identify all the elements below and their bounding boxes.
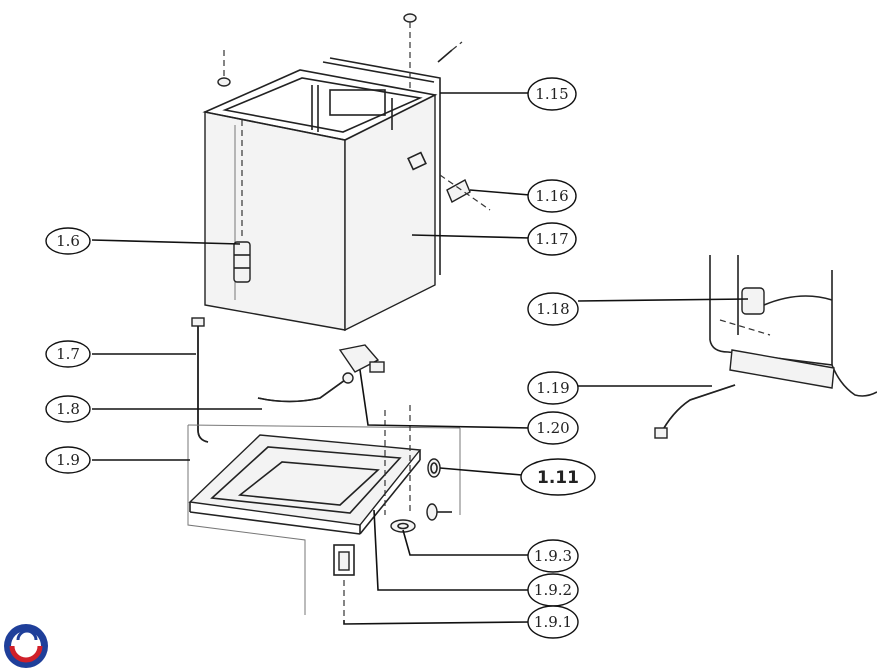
callout-1.19: 1.19 — [527, 371, 579, 405]
water-valve — [338, 344, 385, 373]
svg-text:1.16: 1.16 — [535, 187, 568, 205]
leader-lines — [91, 92, 749, 625]
suspension-rod — [233, 120, 251, 283]
svg-text:1.7: 1.7 — [56, 345, 80, 363]
seal-ring — [427, 458, 441, 478]
svg-text:1.17: 1.17 — [535, 230, 568, 248]
callout-1.9.1: 1.9.1 — [527, 605, 579, 639]
svg-text:1.20: 1.20 — [536, 419, 569, 437]
small-bolt — [390, 503, 452, 533]
callout-1.16: 1.16 — [527, 179, 577, 213]
svg-text:1.9.3: 1.9.3 — [534, 547, 572, 565]
callout-1.6: 1.6 — [45, 227, 91, 255]
svg-text:1.9.1: 1.9.1 — [534, 613, 572, 631]
inlet-hose — [257, 372, 354, 403]
leveling-foot — [333, 544, 355, 620]
hinge-part — [439, 174, 491, 211]
callout-1.9.3: 1.9.3 — [527, 539, 579, 573]
callout-1.18: 1.18 — [527, 292, 579, 326]
base-frame — [187, 405, 461, 615]
callout-1.9: 1.9 — [45, 446, 91, 474]
svg-text:1.8: 1.8 — [56, 400, 80, 418]
drain-hose — [191, 317, 209, 443]
svg-text:1.9: 1.9 — [56, 451, 80, 469]
callout-1.9.2: 1.9.2 — [527, 573, 579, 607]
cabinet-body — [202, 57, 441, 332]
svg-text:1.19: 1.19 — [536, 379, 569, 397]
callout-1.17: 1.17 — [527, 222, 577, 256]
svg-text:1.6: 1.6 — [56, 232, 80, 250]
inset-detail — [654, 255, 877, 439]
svg-text:1.15: 1.15 — [535, 85, 568, 103]
callout-1.7: 1.7 — [45, 340, 91, 368]
callout-1.15: 1.15 — [527, 77, 577, 111]
callout-1.8: 1.8 — [45, 395, 91, 423]
svg-text:1.9.2: 1.9.2 — [534, 581, 572, 599]
top-screws — [217, 13, 463, 90]
callout-1.11: 1.11 — [520, 458, 596, 496]
svg-text:1.11: 1.11 — [537, 468, 579, 488]
callout-1.20: 1.20 — [527, 411, 579, 445]
circular-logo-icon — [4, 624, 48, 668]
svg-text:1.18: 1.18 — [536, 300, 569, 318]
